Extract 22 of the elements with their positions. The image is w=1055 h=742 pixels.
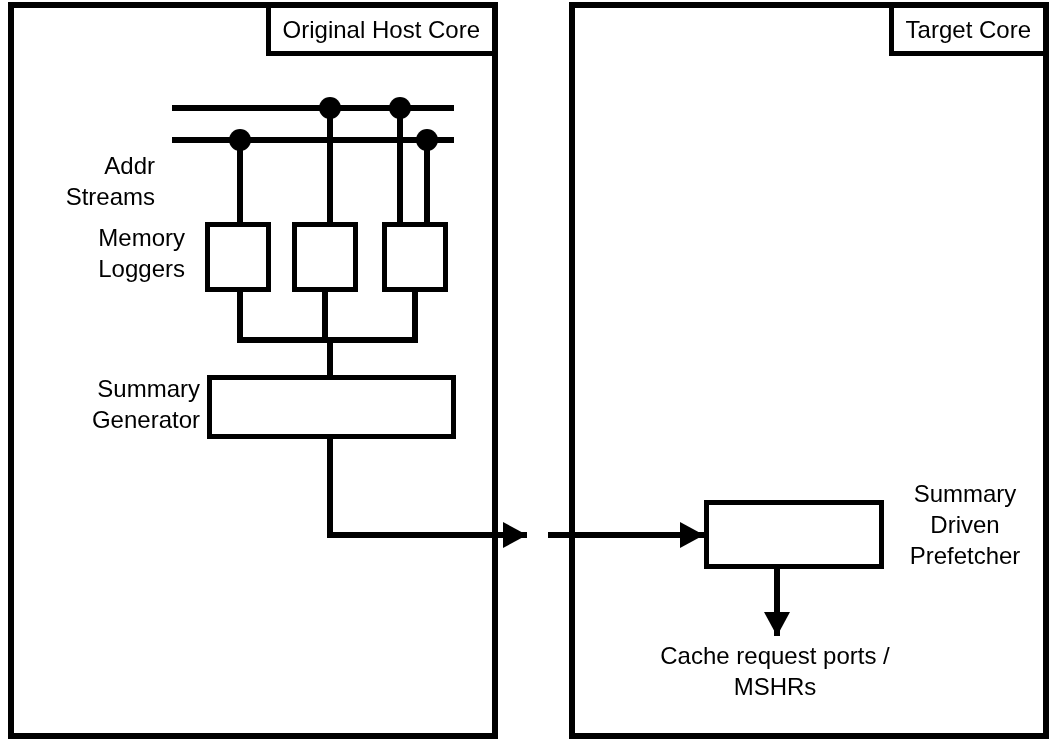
group-label: Memory Loggers [97,223,185,285]
component-label: Summary Driven Prefetcher [908,479,1022,572]
connector-line [416,129,438,222]
target-core-panel [569,2,1049,739]
host-core-panel [8,2,498,739]
prefetcher-box [704,500,884,569]
connector-line [327,292,418,375]
component-label: Summary Generator [90,374,200,436]
arrow [764,569,790,636]
generator-box [207,375,456,439]
connector-line [229,129,251,222]
connector-line [319,97,341,222]
arrow [548,522,704,548]
node-label: Cache request ports / MSHRs [630,640,920,720]
logger-box [292,222,358,292]
logger-box [205,222,271,292]
arrow [327,439,527,548]
panel-title: Original Host Core [265,8,492,57]
connector-line [389,97,411,222]
panel-title: Target Core [888,8,1043,57]
logger-box [382,222,448,292]
group-label: Addr Streams [64,151,155,213]
